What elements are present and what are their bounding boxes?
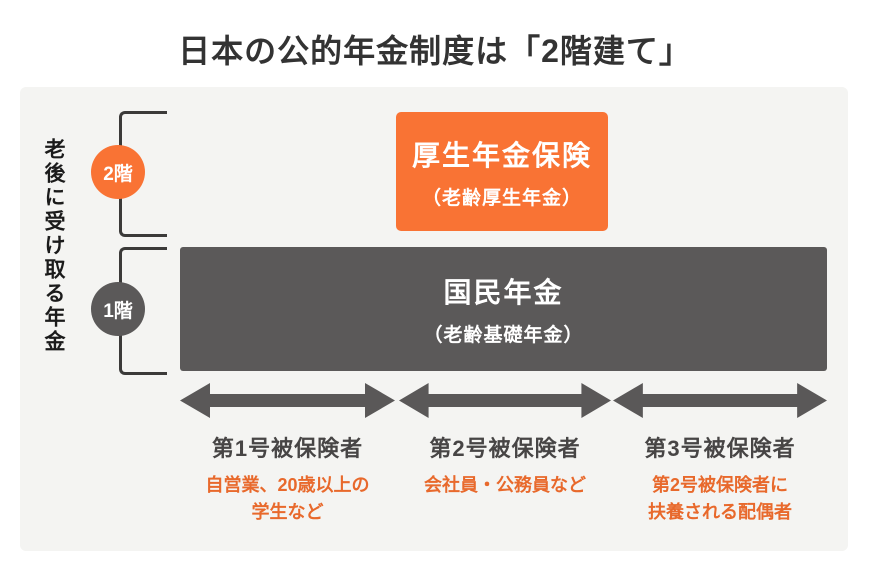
page-title: 日本の公的年金制度は「2階建て」 [178, 33, 692, 69]
category2-description: 会社員・公務員など [424, 475, 586, 495]
tier2-badge-label: 2階 [103, 163, 133, 185]
category3-description: 第2号被保険者に 扶養される配偶者 [648, 475, 792, 522]
double-arrow-icon [613, 383, 827, 418]
double-arrow-icon [399, 383, 611, 418]
national-pension-title: 国民年金 [443, 277, 564, 308]
category1-description: 自営業、20歳以上の 学生など [205, 475, 370, 522]
national-pension-subtitle: （老齢基礎年金） [423, 325, 584, 346]
tier1-badge-label: 1階 [103, 300, 133, 322]
category2-label: 第2号被保険者 [429, 436, 581, 461]
category3-label: 第3号被保険者 [644, 436, 796, 461]
side-axis-label: 老後に受け取る年金 [42, 138, 65, 354]
tier2-badge: 2階 [91, 145, 145, 199]
employees-pension-subtitle: （老齢厚生年金） [421, 187, 582, 209]
double-arrow-icon [180, 383, 395, 418]
national-pension-box: 国民年金 （老齢基礎年金） [180, 247, 827, 371]
tier1-badge: 1階 [91, 282, 145, 336]
category1-label: 第1号被保険者 [211, 436, 364, 461]
employees-pension-title: 厚生年金保険 [411, 139, 592, 171]
employees-pension-box: 厚生年金保険 （老齢厚生年金） [396, 112, 608, 231]
